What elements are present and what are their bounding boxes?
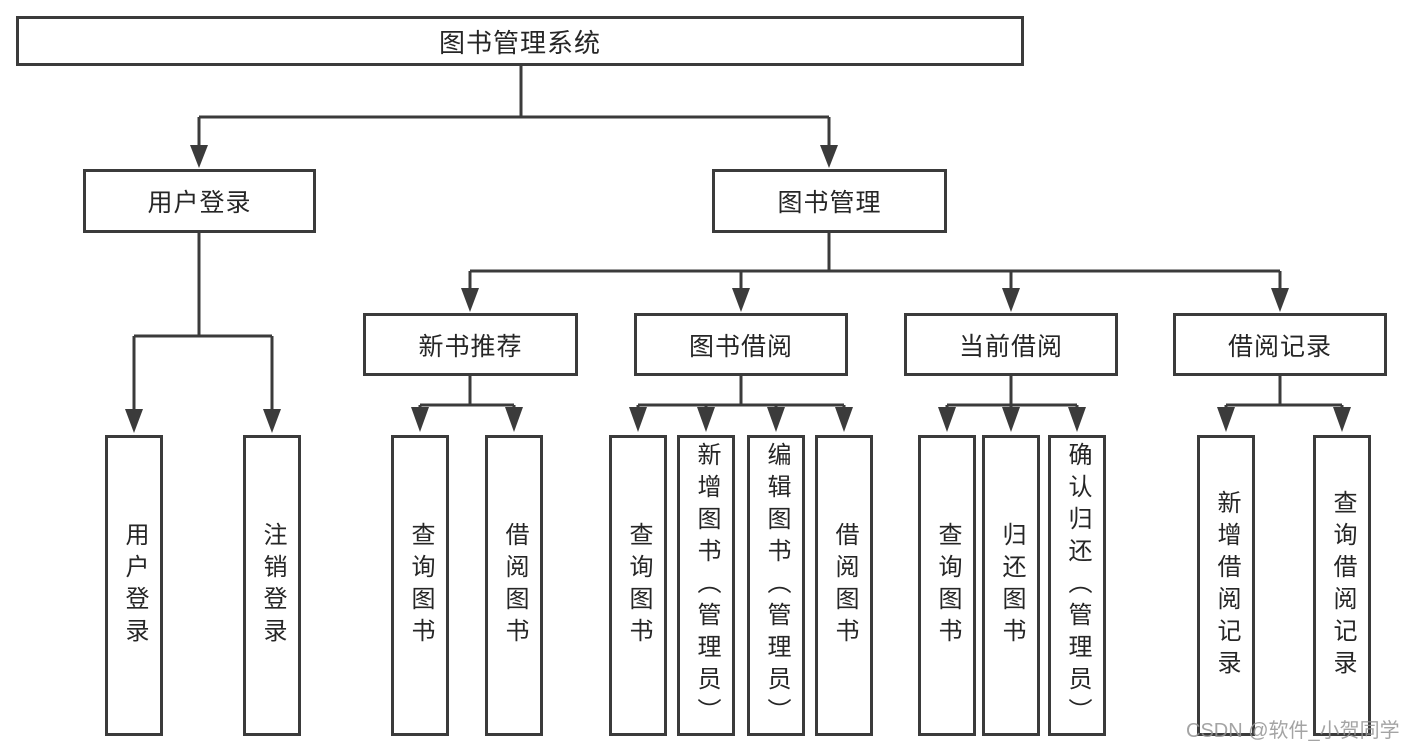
node-system-root: 图书管理系统 bbox=[16, 16, 1024, 66]
leaf-query-borrow-record: 查询借阅记录 bbox=[1313, 435, 1371, 736]
leaf-add-book-admin: 新增图书（管理员） bbox=[677, 435, 735, 736]
leaf-query-books-recommend: 查询图书 bbox=[391, 435, 449, 736]
node-new-book-recommend-label: 新书推荐 bbox=[418, 332, 523, 361]
leaf-query-books-borrow-label: 查询图书 bbox=[625, 521, 652, 650]
leaf-borrow-books-recommend-label: 借阅图书 bbox=[501, 521, 528, 650]
leaf-user-login-label: 用户登录 bbox=[121, 521, 148, 650]
arrowhead bbox=[1002, 407, 1020, 432]
node-book-borrowing-label: 图书借阅 bbox=[688, 332, 793, 361]
leaf-query-books-borrow: 查询图书 bbox=[609, 435, 667, 736]
arrowhead bbox=[125, 409, 143, 433]
arrowhead bbox=[1217, 407, 1235, 432]
leaf-query-books-recommend-label: 查询图书 bbox=[407, 521, 434, 650]
leaf-return-book: 归还图书 bbox=[982, 435, 1040, 736]
arrowhead bbox=[1271, 288, 1289, 312]
leaf-confirm-return-admin: 确认归还（管理员） bbox=[1048, 435, 1106, 736]
leaf-logout-label: 注销登录 bbox=[259, 521, 286, 650]
node-system-root-label: 图书管理系统 bbox=[438, 27, 601, 58]
arrowhead bbox=[411, 407, 429, 432]
node-book-management-label: 图书管理 bbox=[777, 189, 882, 217]
arrowhead bbox=[938, 407, 956, 432]
leaf-borrow-books-recommend: 借阅图书 bbox=[485, 435, 543, 736]
node-user-login: 用户登录 bbox=[83, 169, 316, 233]
leaf-logout: 注销登录 bbox=[243, 435, 301, 736]
leaf-borrow-books-borrow-label: 借阅图书 bbox=[831, 521, 858, 650]
arrowhead bbox=[732, 288, 750, 312]
leaf-query-borrow-record-label: 查询借阅记录 bbox=[1329, 489, 1356, 682]
leaf-edit-book-admin: 编辑图书（管理员） bbox=[747, 435, 805, 736]
leaf-return-book-label: 归还图书 bbox=[998, 521, 1025, 650]
leaf-add-borrow-record-label: 新增借阅记录 bbox=[1213, 489, 1240, 682]
arrowhead bbox=[461, 288, 479, 312]
arrowhead bbox=[820, 145, 838, 168]
leaf-edit-book-admin-label: 编辑图书（管理员） bbox=[763, 441, 790, 730]
arrowhead bbox=[263, 409, 281, 433]
node-user-login-label: 用户登录 bbox=[147, 189, 252, 217]
node-book-borrowing: 图书借阅 bbox=[634, 313, 848, 376]
node-borrowing-records: 借阅记录 bbox=[1173, 313, 1387, 376]
leaf-user-login: 用户登录 bbox=[105, 435, 163, 736]
arrowhead bbox=[835, 407, 853, 432]
node-new-book-recommend: 新书推荐 bbox=[363, 313, 578, 376]
node-borrowing-records-label: 借阅记录 bbox=[1227, 332, 1332, 361]
arrowhead bbox=[505, 407, 523, 432]
leaf-add-book-admin-label: 新增图书（管理员） bbox=[693, 441, 720, 730]
arrowhead bbox=[767, 407, 785, 432]
watermark: CSDN @软件_小贺同学 bbox=[1186, 720, 1400, 742]
arrowhead bbox=[629, 407, 647, 432]
leaf-query-books-current: 查询图书 bbox=[918, 435, 976, 736]
arrowhead bbox=[1002, 288, 1020, 312]
node-current-borrowing: 当前借阅 bbox=[904, 313, 1118, 376]
arrowhead bbox=[1068, 407, 1086, 432]
leaf-borrow-books-borrow: 借阅图书 bbox=[815, 435, 873, 736]
arrowhead bbox=[697, 407, 715, 432]
arrowhead bbox=[1333, 407, 1351, 432]
leaf-confirm-return-admin-label: 确认归还（管理员） bbox=[1064, 441, 1091, 730]
leaf-add-borrow-record: 新增借阅记录 bbox=[1197, 435, 1255, 736]
node-book-management: 图书管理 bbox=[712, 169, 947, 233]
node-current-borrowing-label: 当前借阅 bbox=[958, 332, 1063, 361]
arrowhead bbox=[190, 145, 208, 168]
leaf-query-books-current-label: 查询图书 bbox=[934, 521, 961, 650]
